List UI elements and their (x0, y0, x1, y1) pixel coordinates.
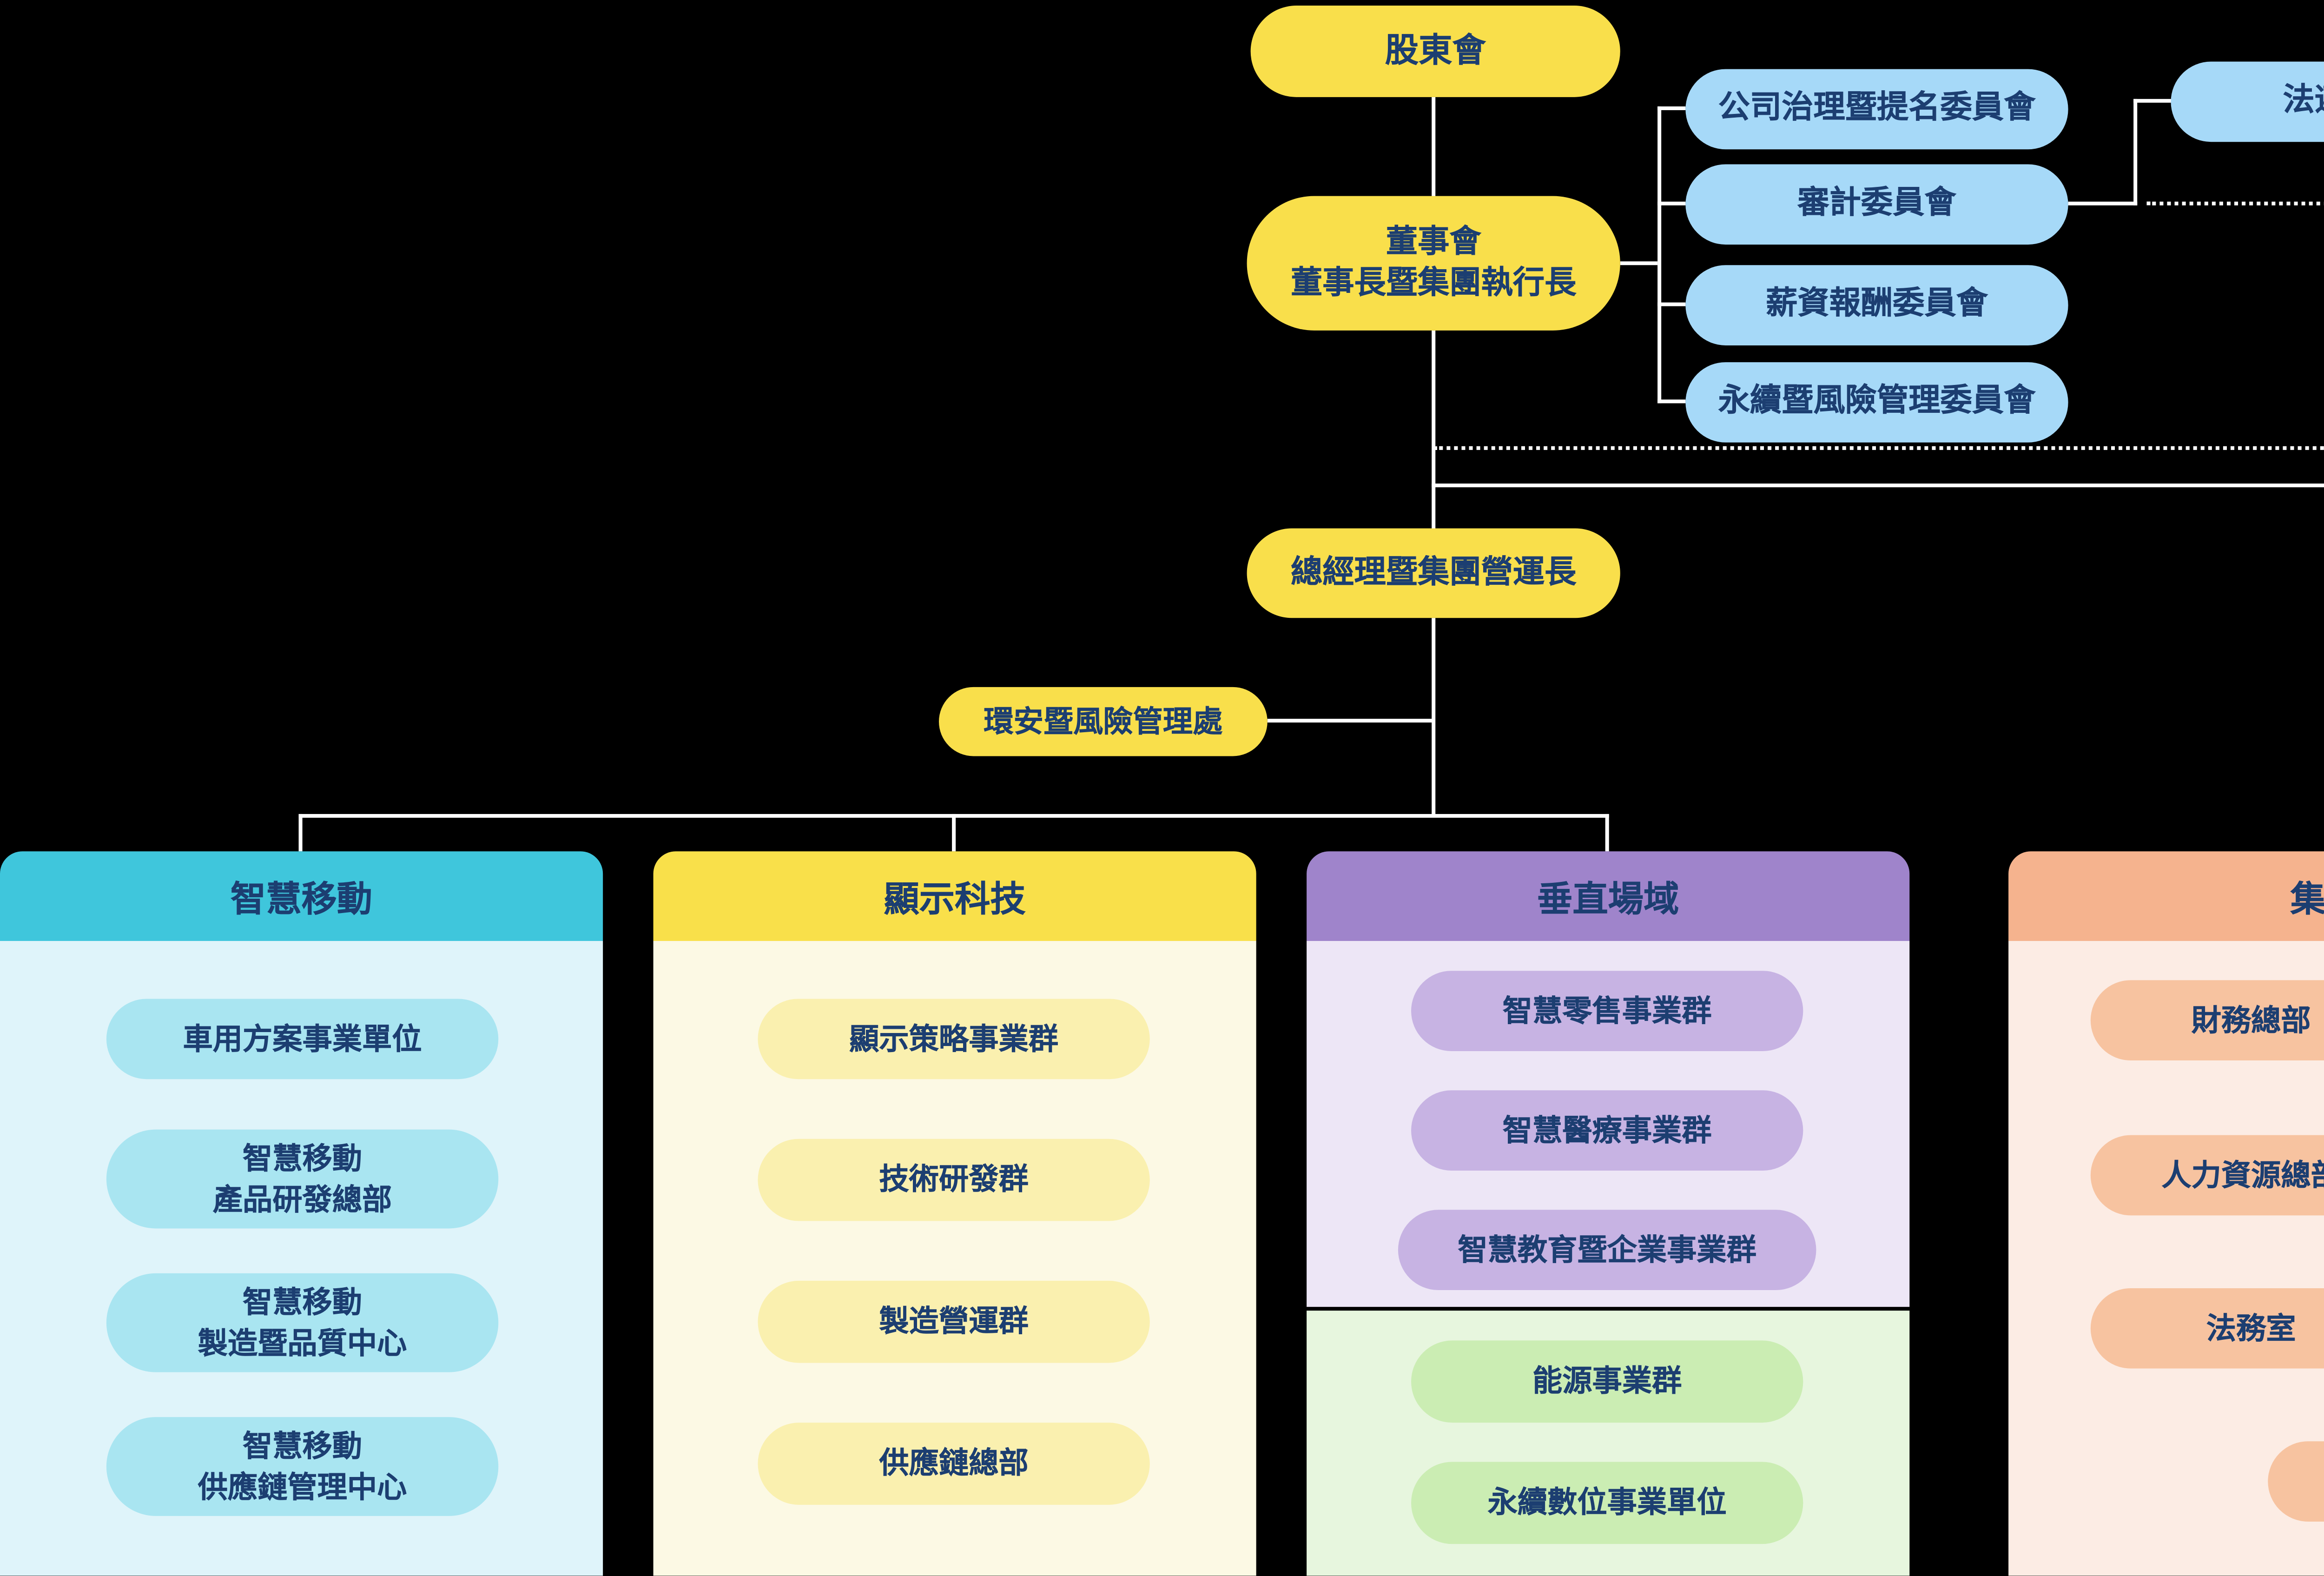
connector-stub-compensation (1657, 302, 1686, 306)
group-support-header: 集團營運支援單位 (2008, 851, 2324, 941)
group-support-legal: 法務室 (2090, 1288, 2324, 1369)
connector-bracket-vertical (1657, 106, 1662, 404)
smart-mobility-item-3: 智慧移動 製造暨品質中心 (106, 1273, 499, 1372)
node-committee-governance: 公司治理暨提名委員會 (1685, 69, 2068, 150)
node-committee-sustainability-risk: 永續暨風險管理委員會 (1685, 362, 2068, 443)
smart-mobility-title: 智慧移動 (230, 878, 373, 920)
chief-compliance-counsel-label: 法遵總顧問 (2283, 82, 2324, 120)
vertical-domains-item-3-label: 智慧教育暨企業事業群 (1458, 1232, 1756, 1268)
connector-stub-sustainability (1657, 399, 1686, 404)
vertical-domains-green-item-1-label: 能源事業群 (1532, 1364, 1682, 1399)
smart-mobility-item-2: 智慧移動 產品研發總部 (106, 1129, 499, 1229)
vertical-domains-item-1-label: 智慧零售事業群 (1502, 993, 1712, 1029)
display-tech-item-2-label: 技術研發群 (879, 1162, 1029, 1198)
display-tech-item-1-label: 顯示策略事業群 (849, 1021, 1059, 1057)
node-board-label-line2: 董事長暨集團執行長 (1290, 265, 1577, 303)
vertical-domains-green-item-1: 能源事業群 (1411, 1340, 1803, 1423)
node-shareholders: 股東會 (1250, 6, 1620, 97)
group-support-finance-label: 財務總部 (2191, 1002, 2311, 1038)
vertical-domains-item-3: 智慧教育暨企業事業群 (1398, 1210, 1816, 1290)
group-support-title: 集團營運支援單位 (2290, 878, 2324, 920)
smart-mobility-item-2-line1: 智慧移動 (243, 1141, 363, 1177)
connector-president-down (1432, 618, 1436, 816)
display-tech-item-3: 製造營運群 (758, 1280, 1150, 1363)
vertical-domains-item-1: 智慧零售事業群 (1411, 971, 1803, 1051)
connector-board-support-h (1432, 483, 2324, 488)
group-support-legal-label: 法務室 (2206, 1310, 2296, 1346)
connector-audit-compliance-v (2133, 99, 2138, 205)
vertical-domains-header: 垂直場域 (1307, 851, 1910, 941)
connector-ehs (1267, 719, 1434, 723)
dotted-compliance-to-board-line (1433, 446, 2324, 450)
smart-mobility-item-2-line2: 產品研發總部 (212, 1181, 392, 1217)
node-board: 董事會 董事長暨集團執行長 (1247, 196, 1620, 331)
node-committee-audit: 審計委員會 (1685, 164, 2068, 245)
node-president-coo: 總經理暨集團營運長 (1247, 528, 1620, 618)
connector-board-bracket (1620, 261, 1658, 265)
connector-audit-compliance-h2 (2133, 99, 2175, 103)
connector-stub-governance (1657, 106, 1686, 110)
smart-mobility-item-1: 車用方案事業單位 (106, 999, 499, 1079)
display-tech-item-1: 顯示策略事業群 (758, 999, 1150, 1079)
display-tech-header: 顯示科技 (653, 851, 1256, 941)
group-support-hr-label: 人力資源總部 (2161, 1157, 2324, 1193)
committee-compensation-label: 薪資報酬委員會 (1766, 286, 1988, 324)
dotted-audit-right (2146, 201, 2324, 205)
display-tech-title: 顯示科技 (884, 878, 1026, 920)
committee-audit-label: 審計委員會 (1797, 185, 1956, 223)
display-tech-item-2: 技術研發群 (758, 1139, 1150, 1221)
committee-governance-label: 公司治理暨提名委員會 (1718, 90, 2036, 128)
smart-mobility-item-1-label: 車用方案事業單位 (183, 1021, 422, 1057)
smart-mobility-item-4-line1: 智慧移動 (243, 1429, 363, 1465)
connector-stub-card3 (1605, 814, 1609, 852)
group-support-hr: 人力資源總部 (2090, 1135, 2324, 1216)
display-tech-item-3-label: 製造營運群 (879, 1304, 1029, 1340)
connector-stub-card1 (298, 814, 303, 852)
node-committee-compensation: 薪資報酬委員會 (1685, 265, 2068, 345)
vertical-domains-green-item-2-label: 永續數位事業單位 (1487, 1485, 1727, 1521)
president-coo-label: 總經理暨集團營運長 (1290, 554, 1577, 592)
smart-mobility-item-3-line1: 智慧移動 (243, 1285, 363, 1321)
smart-mobility-item-4: 智慧移動 供應鏈管理中心 (106, 1417, 499, 1516)
ehs-risk-office-label: 環安暨風險管理處 (984, 703, 1223, 740)
node-ehs-risk-office: 環安暨風險管理處 (938, 687, 1268, 756)
display-tech-item-4-label: 供應鏈總部 (879, 1446, 1029, 1482)
node-chief-compliance-counsel: 法遵總顧問 (2171, 61, 2324, 142)
vertical-domains-green-item-2: 永續數位事業單位 (1411, 1462, 1803, 1544)
committee-sustainability-risk-label: 永續暨風險管理委員會 (1718, 383, 2036, 421)
connector-stub-audit (1657, 201, 1686, 205)
connector-board-president (1432, 330, 1436, 529)
display-tech-item-4: 供應鏈總部 (758, 1423, 1150, 1505)
connector-shareholders-board (1432, 97, 1436, 196)
vertical-domains-item-2: 智慧醫療事業群 (1411, 1090, 1803, 1171)
vertical-domains-item-2-label: 智慧醫療事業群 (1502, 1112, 1712, 1148)
connector-audit-compliance-h1 (2068, 201, 2138, 205)
smart-mobility-item-3-line2: 製造暨品質中心 (198, 1324, 407, 1360)
smart-mobility-header: 智慧移動 (0, 851, 603, 941)
node-shareholders-label: 股東會 (1385, 31, 1486, 71)
group-support-finance: 財務總部 (2090, 980, 2324, 1061)
vertical-domains-title: 垂直場域 (1537, 878, 1679, 920)
connector-stub-card2 (952, 814, 956, 852)
node-board-label-line1: 董事會 (1386, 223, 1481, 261)
smart-mobility-item-4-line2: 供應鏈管理中心 (198, 1468, 407, 1504)
